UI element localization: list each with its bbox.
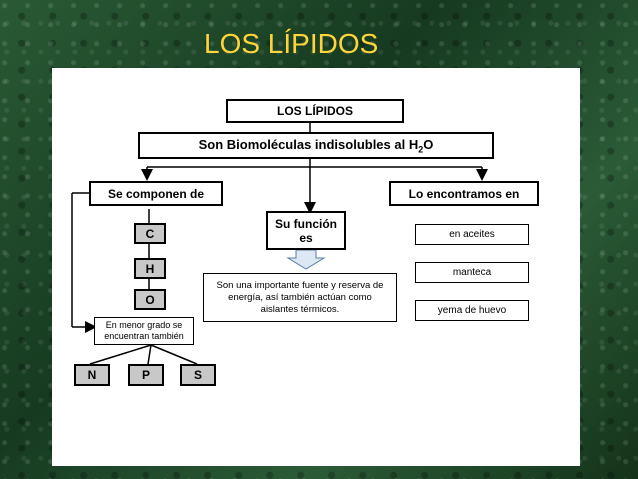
- element-c: C: [134, 223, 166, 244]
- found-in-item-aceites: en aceites: [415, 224, 529, 245]
- found-in-item-yema: yema de huevo: [415, 300, 529, 321]
- element-o: O: [134, 289, 166, 310]
- slide-title: LOS LÍPIDOS: [204, 28, 379, 59]
- root-node-label: LOS LÍPIDOS: [276, 104, 353, 118]
- element-s: S: [180, 364, 216, 386]
- root-node: LOS LÍPIDOS: [226, 99, 404, 123]
- definition-node-text: Son Biomoléculas indisolubles al H2O: [198, 136, 434, 155]
- down-arrow-icon: [286, 249, 326, 270]
- definition-node: Son Biomoléculas indisolubles al H2O: [138, 132, 494, 159]
- composition-node: Se componen de: [89, 181, 223, 206]
- diagram-panel: LOS LÍPIDOS Son Biomoléculas indisoluble…: [52, 68, 580, 466]
- connector-minor-n: [89, 344, 152, 365]
- connector-lines: [71, 123, 488, 365]
- found-in-node: Lo encontramos en: [389, 181, 539, 206]
- element-n: N: [74, 364, 110, 386]
- connector-minor-p: [147, 344, 152, 365]
- function-description: Son una importante fuente y reserva de e…: [203, 273, 397, 322]
- function-node: Su función es: [266, 211, 346, 250]
- element-p: P: [128, 364, 164, 386]
- connector-minor-s: [150, 344, 198, 365]
- element-h: H: [134, 258, 166, 279]
- minor-elements-note: En menor grado se encuentran también: [94, 317, 194, 345]
- found-in-item-manteca: manteca: [415, 262, 529, 283]
